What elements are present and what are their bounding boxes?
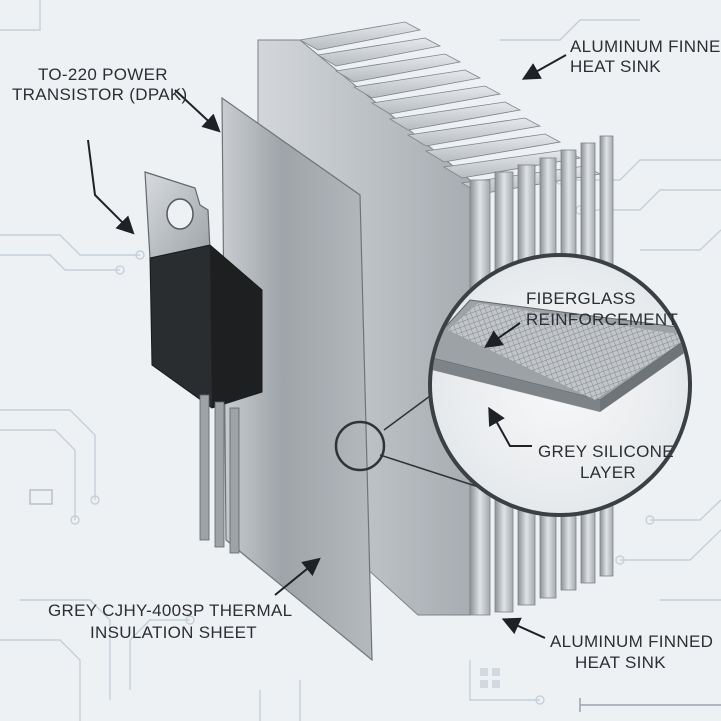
label-silicone-line2: LAYER bbox=[580, 463, 636, 482]
label-fiberglass-line1: FIBERGLASS bbox=[526, 289, 636, 308]
label-fiberglass-line2: REINFORCEMENT bbox=[526, 310, 678, 329]
label-transistor-line1: TO-220 POWER bbox=[38, 65, 168, 84]
label-transistor-line2: TRANSISTOR (DPAK) bbox=[12, 85, 187, 104]
zoom-source-circle bbox=[334, 420, 386, 472]
arrow-sheet-top bbox=[174, 89, 221, 133]
label-sheet-line2: INSULATION SHEET bbox=[90, 623, 257, 642]
label-heatsink-bottom-line2: HEAT SINK bbox=[575, 653, 666, 672]
transistor bbox=[144, 171, 263, 554]
transistor-leads bbox=[199, 394, 240, 554]
arrow-heatsink-top bbox=[521, 54, 567, 80]
label-heatsink-top-line2: HEAT SINK bbox=[570, 57, 661, 76]
arrow-sheet-bottom bbox=[274, 557, 321, 596]
label-heatsink-bottom-line1: ALUMINUM FINNED bbox=[550, 632, 713, 651]
arrow-silicone bbox=[488, 406, 532, 447]
labels: TO-220 POWER TRANSISTOR (DPAK) ALUMINUM … bbox=[12, 37, 721, 672]
fiberglass-mesh bbox=[448, 303, 688, 400]
arrow-transistor bbox=[87, 139, 135, 235]
mounting-hole bbox=[166, 198, 194, 230]
label-heatsink-top-line1: ALUMINUM FINNED bbox=[570, 37, 721, 56]
label-sheet-line1: GREY CJHY-400SP THERMAL bbox=[48, 601, 292, 620]
magnifier-callout bbox=[334, 253, 692, 517]
arrow-fiberglass bbox=[484, 322, 521, 349]
arrow-heatsink-bottom bbox=[501, 617, 546, 639]
label-silicone-line1: GREY SILICONE bbox=[538, 442, 674, 461]
callout-arrows bbox=[87, 54, 567, 639]
